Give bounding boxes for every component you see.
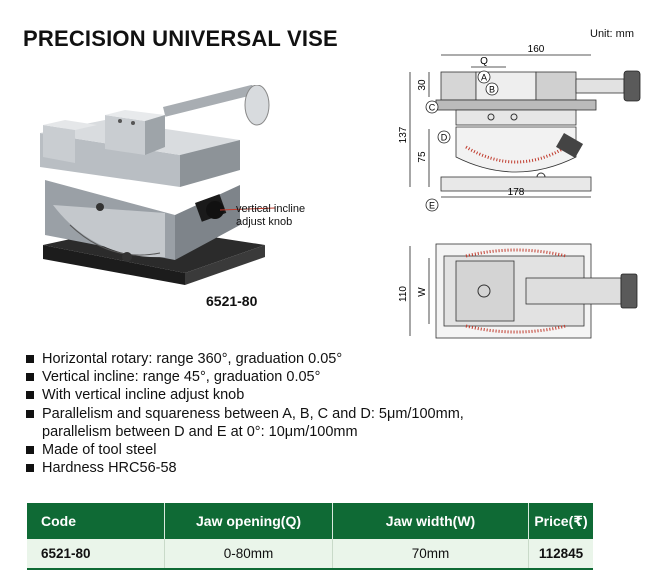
table-row: 6521-80 0-80mm 70mm 112845 bbox=[27, 539, 593, 570]
feature-item-continued: parallelism between D and E at 0°: 10μm/… bbox=[42, 423, 358, 440]
dim-w: W bbox=[417, 287, 428, 297]
marker-e: E bbox=[429, 201, 435, 211]
dim-q: Q bbox=[480, 56, 488, 67]
cell-jaw-opening: 0-80mm bbox=[164, 539, 333, 570]
cell-price: 112845 bbox=[528, 539, 593, 570]
marker-a: A bbox=[481, 73, 487, 83]
callout-line-1: vertical incline bbox=[236, 203, 306, 215]
marker-d: D bbox=[441, 133, 448, 143]
col-jaw-opening: Jaw opening(Q) bbox=[164, 503, 333, 539]
feature-item: Parallelism and squareness between A, B,… bbox=[26, 405, 626, 423]
feature-item: With vertical incline adjust knob bbox=[26, 386, 626, 404]
col-jaw-width: Jaw width(W) bbox=[332, 503, 529, 539]
feature-list: Horizontal rotary: range 360°, graduatio… bbox=[26, 350, 626, 477]
dim-178: 178 bbox=[508, 187, 525, 198]
callout-line-2: adjust knob bbox=[236, 216, 293, 228]
col-price: Price(₹) bbox=[528, 503, 593, 539]
product-photo bbox=[40, 85, 275, 285]
spec-table: Code Jaw opening(Q) Jaw width(W) Price(₹… bbox=[27, 503, 593, 570]
feature-item: Vertical incline: range 45°, graduation … bbox=[26, 368, 626, 386]
dim-30: 30 bbox=[417, 79, 428, 91]
marker-c: C bbox=[429, 103, 436, 113]
marker-b: B bbox=[489, 85, 495, 95]
knob-callout: vertical incline adjust knob bbox=[236, 203, 305, 229]
feature-item: Horizontal rotary: range 360°, graduatio… bbox=[26, 350, 626, 368]
table-header-row: Code Jaw opening(Q) Jaw width(W) Price(₹… bbox=[27, 503, 593, 539]
dim-137: 137 bbox=[398, 126, 409, 143]
col-code: Code bbox=[27, 503, 165, 539]
dim-160: 160 bbox=[528, 44, 545, 55]
dim-110: 110 bbox=[398, 286, 409, 302]
cell-code: 6521-80 bbox=[27, 539, 165, 570]
model-number: 6521-80 bbox=[206, 293, 258, 309]
feature-item: Hardness HRC56-58 bbox=[26, 459, 626, 477]
top-view-drawing: 110 W bbox=[398, 243, 638, 339]
feature-item: Made of tool steel bbox=[26, 441, 626, 459]
front-view-drawing: 160 Q 137 30 75 178 A B C D E bbox=[398, 44, 641, 212]
cell-jaw-width: 70mm bbox=[332, 539, 529, 570]
unit-label: Unit: mm bbox=[590, 28, 634, 40]
dim-75: 75 bbox=[417, 151, 428, 163]
page-title: PRECISION UNIVERSAL VISE bbox=[23, 26, 338, 51]
